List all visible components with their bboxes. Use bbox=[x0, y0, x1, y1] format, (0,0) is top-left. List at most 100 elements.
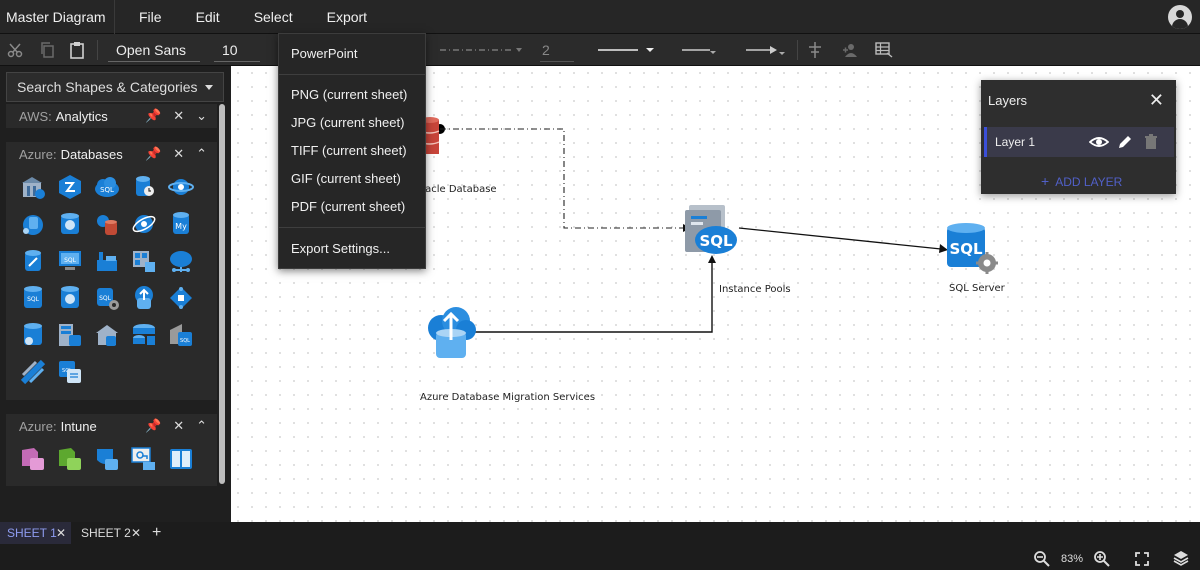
svg-text:SQL: SQL bbox=[180, 338, 190, 344]
layers-icon[interactable] bbox=[1173, 550, 1189, 566]
tab-sheet-1[interactable]: SHEET 1 ✕ bbox=[0, 522, 71, 544]
postgresql-server-icon[interactable] bbox=[57, 211, 83, 237]
close-icon[interactable]: ✕ bbox=[1148, 90, 1164, 110]
chevron-up-icon[interactable]: ⌃ bbox=[196, 418, 207, 433]
edit-icon[interactable] bbox=[1117, 134, 1133, 150]
app-title: Master Diagram bbox=[0, 0, 115, 34]
database-clock-icon[interactable] bbox=[131, 174, 157, 200]
connector-oracle-to-pools bbox=[440, 128, 683, 229]
mysql-database-icon[interactable]: My bbox=[168, 211, 194, 237]
panel-prefix: AWS: bbox=[19, 108, 52, 124]
panel-header[interactable]: AWS: Analytics 📌 ✕ ⌄ bbox=[6, 104, 217, 128]
table-icon[interactable] bbox=[874, 34, 894, 66]
panel-header[interactable]: Azure: Intune 📌 ✕ ⌃ bbox=[6, 414, 217, 438]
sql-server-icon[interactable]: SQL bbox=[945, 221, 999, 275]
export-tiff[interactable]: TIFF (current sheet) bbox=[291, 143, 407, 158]
font-size-select[interactable]: 10 bbox=[214, 38, 260, 62]
export-png[interactable]: PNG (current sheet) bbox=[291, 87, 408, 102]
cache-redis-icon[interactable] bbox=[94, 211, 120, 237]
status-bar: 83% bbox=[0, 544, 1200, 570]
align-icon[interactable] bbox=[805, 34, 825, 66]
copy-icon[interactable] bbox=[36, 34, 58, 66]
fullscreen-icon[interactable] bbox=[1135, 552, 1149, 566]
user-permission-icon[interactable] bbox=[840, 34, 864, 66]
menu-edit[interactable]: Edit bbox=[195, 8, 220, 25]
migration-upload-icon[interactable] bbox=[131, 285, 157, 311]
sql-elastic-pool-icon[interactable] bbox=[20, 248, 46, 274]
database-house-icon[interactable] bbox=[94, 322, 120, 348]
line-style-select[interactable] bbox=[596, 34, 658, 66]
sql-cloud-icon[interactable]: SQL bbox=[94, 174, 120, 200]
sidebar-scrollbar[interactable] bbox=[219, 104, 225, 484]
instance-pools-icon[interactable]: SQL bbox=[683, 202, 739, 258]
intune-shield-icon[interactable] bbox=[94, 446, 120, 472]
sql-server-gear-icon[interactable]: SQL bbox=[94, 285, 120, 311]
close-icon[interactable]: ✕ bbox=[131, 526, 142, 540]
database-migration-service-icon[interactable] bbox=[426, 306, 478, 362]
sql-server-registry-icon[interactable]: SQL bbox=[168, 322, 194, 348]
intune-device-icon[interactable] bbox=[57, 446, 83, 472]
eye-icon[interactable] bbox=[1089, 136, 1109, 148]
cut-icon[interactable] bbox=[4, 34, 26, 66]
panel-header[interactable]: Azure: Databases 📌 ✕ ⌃ bbox=[6, 142, 217, 166]
data-factory-icon[interactable] bbox=[94, 248, 120, 274]
cosmos-orbit-icon[interactable] bbox=[131, 211, 157, 237]
sql-database-icon[interactable]: SQL bbox=[20, 285, 46, 311]
search-shapes-input[interactable]: Search Shapes & Categories bbox=[6, 72, 224, 102]
elastic-database-icon[interactable] bbox=[131, 322, 157, 348]
tab-sheet-2[interactable]: SHEET 2 ✕ bbox=[74, 522, 146, 544]
sql-server-stretch-icon[interactable] bbox=[57, 322, 83, 348]
paste-icon[interactable] bbox=[66, 34, 88, 66]
data-stretch-icon[interactable] bbox=[20, 359, 46, 385]
zoom-out-icon[interactable] bbox=[1034, 551, 1050, 567]
close-icon[interactable]: ✕ bbox=[173, 108, 185, 123]
panel-name: Intune bbox=[60, 418, 97, 434]
sheet-label: SHEET 2 bbox=[81, 526, 131, 540]
svg-text:SQL: SQL bbox=[949, 240, 983, 258]
font-family-select[interactable]: Open Sans bbox=[108, 38, 200, 62]
account-icon[interactable] bbox=[1168, 5, 1192, 29]
export-gif[interactable]: GIF (current sheet) bbox=[291, 171, 401, 186]
zoom-in-icon[interactable] bbox=[1094, 551, 1110, 567]
pin-icon[interactable]: 📌 bbox=[145, 108, 162, 123]
close-icon[interactable]: ✕ bbox=[56, 526, 67, 540]
database-server-grid-icon[interactable] bbox=[131, 248, 157, 274]
close-icon[interactable]: ✕ bbox=[173, 146, 185, 161]
virtual-cluster-icon[interactable] bbox=[168, 285, 194, 311]
intune-book-icon[interactable] bbox=[168, 446, 194, 472]
chevron-up-icon[interactable]: ⌃ bbox=[196, 146, 207, 161]
cosmos-db-icon[interactable] bbox=[168, 174, 194, 200]
panel-prefix: Azure: bbox=[19, 418, 57, 434]
close-icon[interactable]: ✕ bbox=[173, 418, 185, 433]
stroke-width-input[interactable]: 2 bbox=[540, 38, 574, 62]
chevron-down-icon[interactable]: ⌄ bbox=[196, 108, 207, 123]
add-sheet-button[interactable]: + bbox=[152, 524, 162, 541]
line-start-select[interactable] bbox=[680, 34, 720, 66]
add-layer-button[interactable]: +ADD LAYER bbox=[1041, 173, 1122, 189]
menu-export[interactable]: Export bbox=[326, 8, 368, 25]
shape-library-sidebar: Search Shapes & Categories AWS: Analytic… bbox=[0, 66, 231, 522]
line-dash-select[interactable] bbox=[438, 34, 522, 66]
export-powerpoint[interactable]: PowerPoint bbox=[291, 46, 358, 61]
database-migration-icon[interactable] bbox=[168, 248, 194, 274]
export-pdf[interactable]: PDF (current sheet) bbox=[291, 199, 406, 214]
sql-vm-icon[interactable]: SQL bbox=[57, 248, 83, 274]
intune-key-icon[interactable] bbox=[131, 446, 157, 472]
pin-icon[interactable]: 📌 bbox=[145, 418, 162, 433]
export-jpg[interactable]: JPG (current sheet) bbox=[291, 115, 405, 130]
managed-database-icon[interactable] bbox=[20, 211, 46, 237]
export-settings[interactable]: Export Settings... bbox=[291, 241, 390, 256]
sql-instance-icon[interactable]: SQL bbox=[57, 359, 83, 385]
intune-app-icon[interactable] bbox=[20, 446, 46, 472]
menu-select[interactable]: Select bbox=[253, 8, 293, 25]
line-end-select[interactable] bbox=[744, 34, 786, 66]
menu-file[interactable]: File bbox=[139, 8, 162, 25]
layer-row[interactable]: Layer 1 bbox=[984, 127, 1174, 157]
postgresql-icon[interactable] bbox=[57, 285, 83, 311]
sql-database-building-icon[interactable] bbox=[20, 174, 46, 200]
mariadb-icon[interactable] bbox=[20, 322, 46, 348]
toolbar: Open Sans 10 2 bbox=[0, 34, 1200, 87]
delete-icon[interactable] bbox=[1144, 134, 1158, 150]
synapse-analytics-icon[interactable] bbox=[57, 174, 83, 200]
pin-icon[interactable]: 📌 bbox=[145, 146, 162, 161]
